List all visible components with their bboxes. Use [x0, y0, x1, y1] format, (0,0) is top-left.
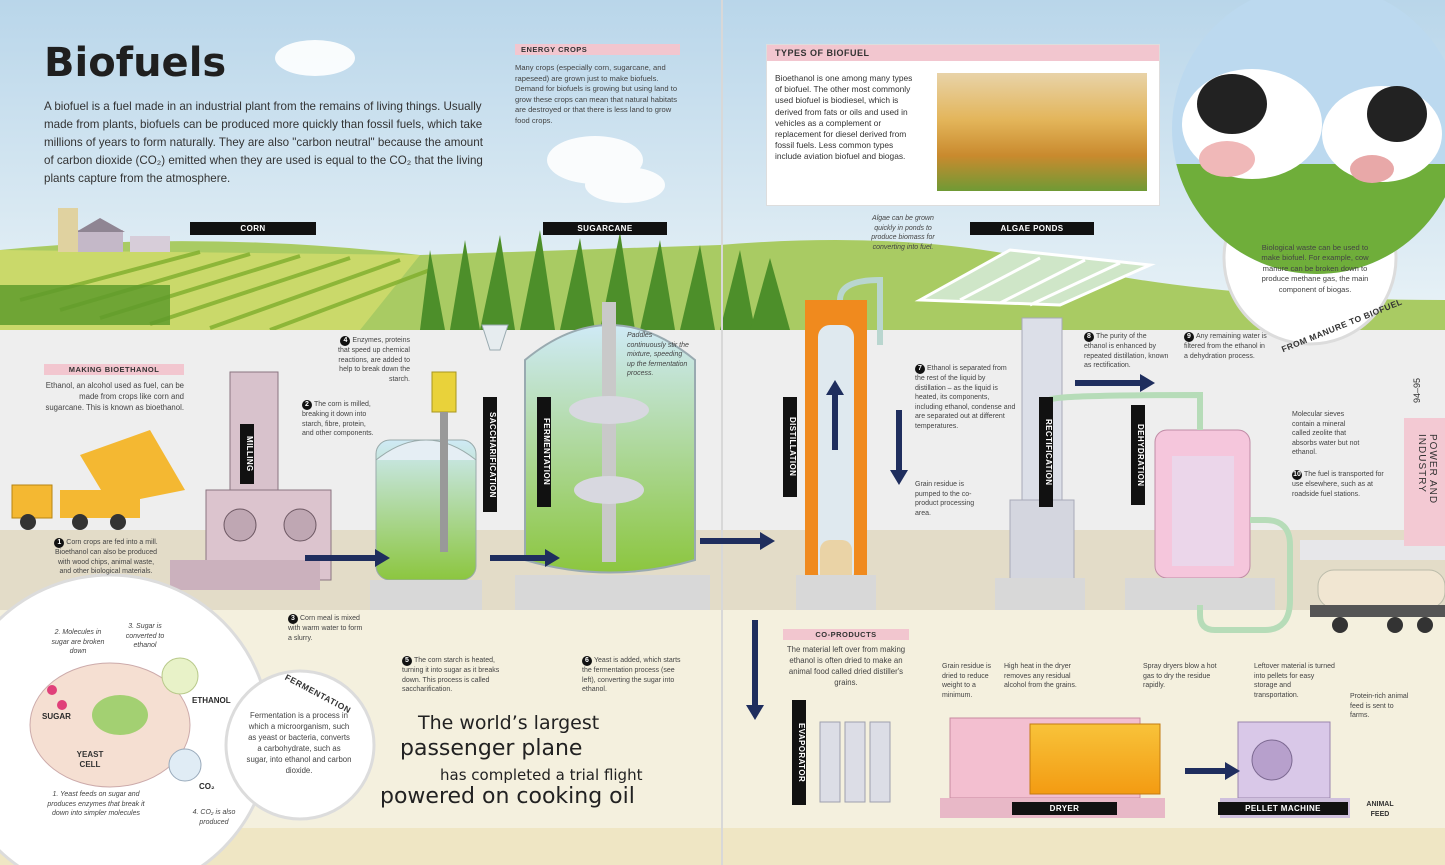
label-pellet-machine: PELLET MACHINE [1218, 802, 1348, 815]
types-text: Bioethanol is one among many types of bi… [775, 73, 913, 162]
pellet-machine-unit [1220, 721, 1350, 818]
ferm-yeast-cell: YEAST CELL [76, 750, 104, 769]
algae-note: Algae can be grown quickly in ponds to p… [871, 215, 935, 251]
fermentation-definition: Fermentation is a process in which a mic… [246, 711, 352, 775]
types-heading: TYPES OF BIOFUEL [767, 45, 1159, 61]
step-3-text: Corn meal is mixed with warm water to fo… [288, 615, 363, 642]
manure-caption: Biological waste can be used to make bio… [1261, 243, 1369, 294]
step-7-text: Ethanol is separated from the rest of th… [915, 365, 1016, 430]
intro-paragraph: A biofuel is a fuel made in an industria… [44, 100, 483, 185]
co-products-text: The material left over from making ethan… [786, 645, 906, 687]
saccharification-tank [370, 371, 482, 610]
step-9-text: Any remaining water is filtered from the… [1184, 333, 1267, 360]
step-1-number: 1 [54, 538, 65, 548]
step-10-number: 10 [1292, 470, 1302, 480]
evaporator-units [819, 721, 891, 803]
making-bioethanol-heading: MAKING BIOETHANOL [44, 364, 184, 375]
clouds [275, 40, 665, 203]
step-4-text: Enzymes, proteins that speed up chemical… [338, 337, 410, 383]
co-note-3: Spray dryers blow a hot gas to dry the r… [1143, 663, 1217, 689]
step-6-number: 6 [582, 656, 592, 666]
dehydration-tank [1125, 429, 1275, 610]
ferm-sugar: SUGAR [42, 712, 71, 721]
co-note-5: Protein-rich animal feed is sent to farm… [1350, 693, 1409, 719]
energy-crops-heading: ENERGY CROPS [515, 44, 680, 55]
ferm-label-2: 2. Molecules in sugar are broken down [51, 629, 105, 655]
note-molecular-sieves: Molecular sieves contain a mineral calle… [1292, 411, 1360, 456]
step-8-text: The purity of the ethanol is enhanced by… [1084, 333, 1169, 369]
ferm-label-3: 3. Sugar is converted to ethanol [125, 623, 165, 649]
ferm-co2: CO₂ [199, 782, 215, 791]
side-tab: POWER AND INDUSTRY [1404, 418, 1445, 546]
fermentation-inset-bg [0, 573, 376, 865]
callout-line-2: passenger plane [400, 736, 583, 761]
label-distillation: DISTILLATION [783, 397, 797, 497]
step-5-text: The corn starch is heated, turning it in… [402, 657, 500, 693]
label-dehydration: DEHYDRATION [1131, 405, 1145, 505]
label-algae-ponds: ALGAE PONDS [970, 222, 1094, 235]
truck [11, 430, 185, 530]
sugarcane-field [420, 230, 790, 330]
co-products-box: CO-PRODUCTS The material left over from … [783, 629, 909, 688]
co-note-4: Leftover material is turned into pellets… [1254, 663, 1335, 699]
label-milling: MILLING [240, 424, 254, 484]
ferm-label-1: 1. Yeast feeds on sugar and produces enz… [47, 791, 145, 817]
page-number: 94–95 [1412, 378, 1422, 404]
step-2-text: The corn is milled, breaking it down int… [302, 401, 374, 437]
fermentation-tank [481, 302, 710, 610]
step-6-text: Yeast is added, which starts the ferment… [582, 657, 681, 693]
step-8-number: 8 [1084, 332, 1094, 342]
note-paddles: Paddles continuously stir the mixture, s… [627, 332, 689, 377]
step-5-number: 5 [402, 656, 412, 666]
ferm-label-4: 4. CO₂ is also produced [192, 809, 236, 826]
making-bioethanol-text: Ethanol, an alcohol used as fuel, can be… [45, 381, 184, 412]
tanker-truck [1300, 540, 1445, 633]
step-3-number: 3 [288, 614, 298, 624]
step-2-number: 2 [302, 400, 312, 410]
step-9-number: 9 [1184, 332, 1194, 342]
label-dryer: DRYER [1012, 802, 1117, 815]
algae-ponds [914, 248, 1156, 307]
mill-machine [170, 371, 332, 590]
label-fermentation: FERMENTATION [537, 397, 551, 507]
co-products-heading: CO-PRODUCTS [783, 629, 909, 640]
label-sugarcane: SUGARCANE [543, 222, 667, 235]
label-evaporator: EVAPORATOR [792, 700, 806, 805]
energy-crops-box: ENERGY CROPS Many crops (especially corn… [515, 44, 680, 127]
step-1-text: Corn crops are fed into a mill. Bioethan… [55, 539, 158, 575]
label-corn: CORN [190, 222, 316, 235]
ferm-ethanol: ETHANOL [192, 696, 231, 705]
callout-line-1: The world’s largest [418, 712, 600, 734]
label-rectification: RECTIFICATION [1039, 397, 1053, 507]
side-tab-label: POWER AND INDUSTRY [1416, 434, 1438, 505]
flow-arrows [305, 374, 1240, 780]
callout-line-4: powered on cooking oil [380, 784, 635, 809]
co-note-1: Grain residue is dried to reduce weight … [942, 663, 992, 699]
step-7-number: 7 [915, 364, 925, 374]
note-grain-residue: Grain residue is pumped to the co-produc… [915, 481, 975, 517]
step-10-text: The fuel is transported for use elsewher… [1292, 471, 1384, 498]
step-4-number: 4 [340, 336, 351, 346]
energy-crops-text: Many crops (especially corn, sugarcane, … [515, 63, 678, 125]
making-bioethanol-box: MAKING BIOETHANOL Ethanol, an alcohol us… [44, 364, 184, 413]
callout-line-3: has completed a trial flight [440, 766, 643, 784]
label-animal-feed: ANIMAL FEED [1366, 801, 1394, 818]
types-of-biofuel-box: TYPES OF BIOFUEL Bioethanol is one among… [766, 44, 1160, 206]
co-note-2: High heat in the dryer removes any resid… [1004, 663, 1077, 689]
sorghum-field-photo [937, 73, 1147, 191]
page-title: Biofuels [44, 40, 227, 86]
label-saccharification: SACCHARIFICATION [483, 397, 497, 512]
